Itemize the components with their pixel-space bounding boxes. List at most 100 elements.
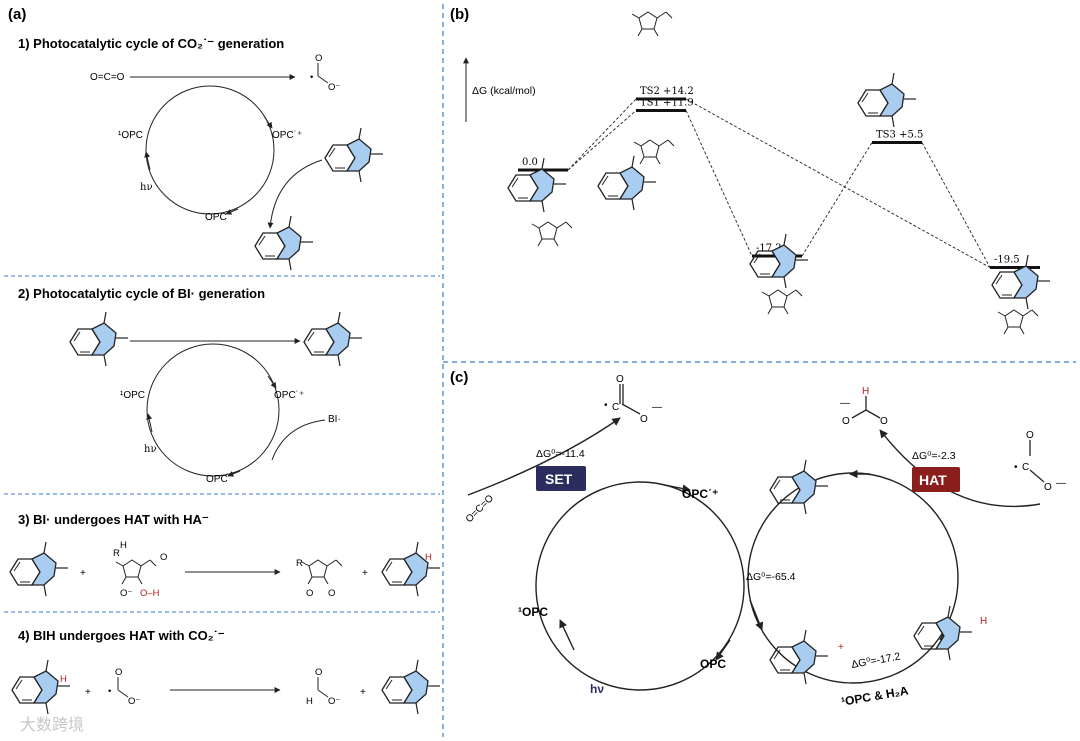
- c-bi-cation-charge: +: [838, 642, 844, 653]
- bi-radical-label: BI·: [328, 414, 341, 425]
- energy-connector: [685, 98, 991, 268]
- svg-text:•: •: [108, 686, 111, 697]
- svg-text:O: O: [315, 667, 322, 678]
- svg-text:O: O: [616, 374, 624, 385]
- svg-text:O⁻: O⁻: [120, 588, 132, 599]
- c-dg-set: ΔG⁰=-11.4: [536, 448, 585, 460]
- svg-text:—: —: [652, 402, 662, 413]
- c-bih-hydrogen: H: [980, 616, 987, 627]
- opc-radical-1: OPC˙⁺: [272, 130, 302, 141]
- bi-structure-ts3: [857, 72, 917, 128]
- asc-structure-ts1: [633, 139, 675, 165]
- bih-4: [11, 659, 71, 715]
- section-1-heading: 1) Photocatalytic cycle of CO₂˙⁻ generat…: [18, 36, 284, 51]
- bi-radical-2: [303, 311, 363, 367]
- cycle-c-arrow-top: [659, 483, 691, 493]
- section-2-heading: 2) Photocatalytic cycle of BI· generatio…: [18, 286, 265, 301]
- c-opc-excited: ¹OPC: [518, 605, 548, 619]
- svg-text:O: O: [1026, 430, 1034, 441]
- c-co2: O=C=O: [464, 493, 496, 525]
- c-hv: hν: [590, 682, 604, 696]
- svg-text:H: H: [862, 386, 869, 397]
- svg-text:H: H: [306, 696, 313, 707]
- hat-badge: [912, 467, 960, 492]
- bi-oxidation-arrow: [267, 159, 323, 229]
- bih-hydrogen-4: H: [60, 674, 67, 685]
- ascorbate-anion: R H O⁻ O–H O: [113, 540, 167, 599]
- svg-text:R: R: [296, 558, 303, 569]
- hv-2: hν: [144, 444, 157, 455]
- asc-structure-int: [761, 289, 803, 315]
- svg-text:O: O: [328, 588, 335, 599]
- cycle-2-arrow-bottom: [227, 470, 241, 477]
- energy-connector: [685, 110, 753, 257]
- co2-reactant: O=C=O: [90, 72, 125, 83]
- dehydroascorbate: R O O: [296, 558, 343, 599]
- svg-text:H: H: [120, 540, 127, 551]
- energy-axis-label: ΔG (kcal/mol): [472, 85, 536, 97]
- svg-text:O: O: [842, 416, 850, 427]
- svg-text:O: O: [306, 588, 313, 599]
- cycle-c-arrow-right: [715, 639, 731, 661]
- bih-3: [381, 541, 441, 597]
- svg-text:•: •: [310, 72, 313, 83]
- energy-connector: [567, 110, 637, 171]
- svg-text:R: R: [113, 548, 120, 559]
- bi-cation-1: [254, 215, 314, 271]
- cycle-c-left: [535, 481, 745, 691]
- c-bi-radical: [769, 459, 829, 515]
- svg-text:O⁻: O⁻: [328, 82, 340, 93]
- watermark: 大数跨境: [20, 715, 84, 734]
- c-opc-radical: OPC˙⁺: [682, 487, 718, 501]
- svg-text:—: —: [840, 398, 850, 409]
- cycle-1-arrow-right: [263, 115, 273, 129]
- svg-text:O: O: [1044, 482, 1052, 493]
- bi-cation-2: [69, 311, 129, 367]
- energy-connector: [567, 98, 637, 171]
- panel-c-label: (c): [450, 369, 468, 386]
- svg-text:C: C: [1022, 462, 1029, 473]
- set-badge: [536, 466, 586, 491]
- plus-4a: +: [85, 687, 91, 698]
- section-4-heading: 4) BIH undergoes HAT with CO₂˙⁻: [18, 628, 225, 643]
- cycle-1-arrow-bottom: [225, 208, 239, 215]
- set-arrow: [467, 417, 621, 496]
- cycle-2: [146, 343, 280, 477]
- c-dg-center: ΔG⁰=-65.4: [746, 571, 796, 583]
- energy-connector: [801, 142, 873, 257]
- energy-level-label-5: -19.5: [994, 255, 1020, 266]
- bih-hydrogen-3: H: [425, 552, 432, 563]
- cycle-1: [145, 85, 275, 215]
- svg-text:O–H: O–H: [140, 588, 160, 599]
- opc-radical-2: OPC˙⁺: [274, 390, 304, 401]
- asc-structure-b1: [531, 221, 573, 247]
- plus-3a: +: [80, 568, 86, 579]
- c-dg-hat: ΔG⁰=-2.3: [912, 450, 956, 462]
- svg-text:•: •: [604, 400, 608, 411]
- hat-badge-text: HAT: [919, 472, 947, 488]
- formate-radical-1: OO⁻•: [310, 53, 340, 93]
- svg-text:O: O: [640, 414, 648, 425]
- plus-3b: +: [362, 568, 368, 579]
- section-3-heading: 3) BI· undergoes HAT with HA⁻: [18, 512, 209, 527]
- bi-structure-ts1: [597, 155, 657, 211]
- c-co2-radical-anion: OO •C —: [604, 374, 662, 425]
- c-reagents: ¹OPC & H₂A: [840, 683, 910, 709]
- cycle-2-arrow-left: [146, 413, 153, 433]
- cycle-c-right-arrow-left: [749, 599, 764, 631]
- energy-level-label-1: TS1 +11.9: [640, 98, 694, 109]
- cycle-1-arrow-left: [144, 151, 151, 171]
- opc-excited-1: ¹OPC: [118, 130, 143, 141]
- hv-1: hν: [140, 182, 153, 193]
- c-co2-radical-right: OO •C —: [1014, 430, 1066, 493]
- c-bih: [913, 605, 973, 661]
- panel-a-label: (a): [8, 6, 26, 23]
- svg-text:•: •: [1014, 462, 1018, 473]
- co2-radical-anion-4: OO⁻•: [108, 667, 140, 707]
- energy-level-label-4: TS3 +5.5: [876, 130, 923, 141]
- svg-text:O⁻: O⁻: [328, 696, 340, 707]
- svg-text:O: O: [160, 552, 167, 563]
- c-bi-cation: [769, 629, 829, 685]
- plus-4b: +: [360, 687, 366, 698]
